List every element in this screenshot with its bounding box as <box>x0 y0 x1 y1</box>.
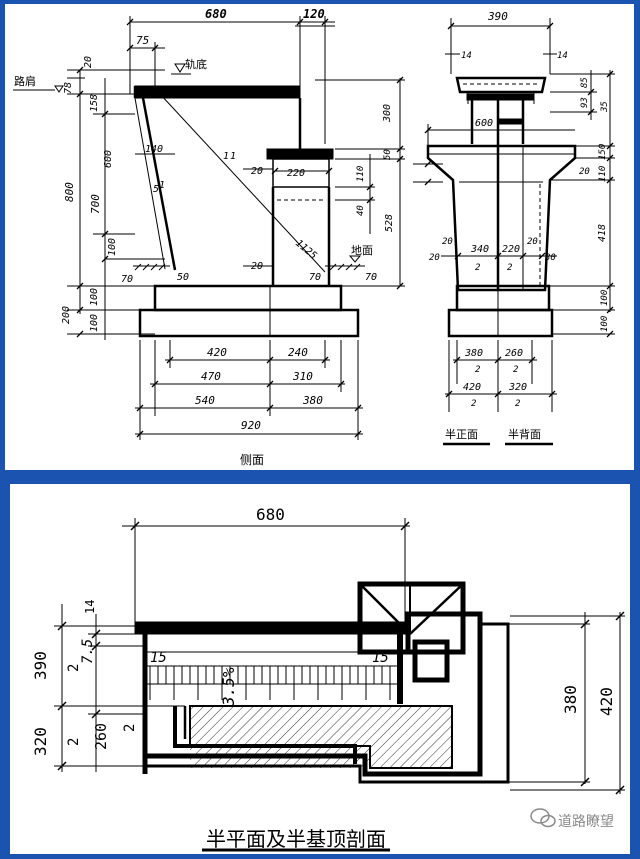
dim-680: 680 <box>205 7 227 21</box>
dim-310: 310 <box>292 370 313 383</box>
front-dim-150: 150 <box>598 144 608 160</box>
plan-drawing: 680 14 7.5 390 2 15 15 3.5% 320 2 260 2 … <box>31 505 625 852</box>
front-dim-220: 220 <box>502 244 520 255</box>
dim-920: 920 <box>241 419 261 432</box>
front-dim-30: 30 <box>544 253 556 263</box>
dim-100-left: 100 <box>107 238 118 256</box>
dim-528: 528 <box>384 214 395 232</box>
dim-540: 540 <box>195 394 215 407</box>
dim-120: 120 <box>303 7 325 21</box>
dim-420: 420 <box>207 346 227 359</box>
front-dim-20-b: 20 <box>429 253 440 263</box>
dim-70-right: 70 <box>365 272 377 283</box>
dim-380: 380 <box>302 394 323 407</box>
front-dim-20-c: 20 <box>527 237 538 247</box>
dim-800: 800 <box>63 182 76 202</box>
ground-label: 地面 <box>351 244 373 257</box>
dim-20-seat-a: 20 <box>251 166 263 177</box>
dim-20-seat-b: 20 <box>251 261 263 272</box>
plan-dim-380: 380 <box>561 685 580 714</box>
plan-slope-2-c: 2 <box>122 724 138 732</box>
bottom-panel: 680 14 7.5 390 2 15 15 3.5% 320 2 260 2 … <box>10 484 630 854</box>
plan-dim-320: 320 <box>31 727 50 756</box>
dim-70-left: 70 <box>121 274 133 285</box>
plan-dim-260: 260 <box>92 723 110 750</box>
slope-1: 1 <box>159 180 165 191</box>
dim-600: 600 <box>103 150 114 168</box>
slope-11-a: 1 <box>223 151 229 162</box>
dim-158: 158 <box>89 94 100 112</box>
half-front-label: 半正面 <box>445 427 478 441</box>
dim-140: 140 <box>145 144 163 155</box>
front-slope-2-e: 2 <box>471 399 476 409</box>
plan-slope-2-b: 2 <box>66 738 82 746</box>
front-slope-2-c: 2 <box>475 365 480 375</box>
dim-70-mid: 70 <box>309 272 321 283</box>
front-dim-14-b: 14 <box>557 51 568 61</box>
front-dim-418: 418 <box>597 224 608 242</box>
front-dim-320: 320 <box>508 382 527 393</box>
front-slope-2-b: 2 <box>507 263 512 273</box>
slope-11-b: 1 <box>230 151 236 162</box>
dim-470: 470 <box>201 370 221 383</box>
front-dim-390: 390 <box>487 10 508 23</box>
road-shoulder-label: 路肩 <box>14 74 36 88</box>
plan-dim-420: 420 <box>597 687 616 716</box>
plan-dim-680: 680 <box>256 505 285 524</box>
dim-200: 200 <box>61 306 72 324</box>
dim-110: 110 <box>356 166 366 182</box>
front-slope-2-a: 2 <box>475 263 480 273</box>
front-dim-260: 260 <box>505 348 523 359</box>
front-dim-14-a: 14 <box>461 51 472 61</box>
front-dim-100-b: 100 <box>600 316 610 332</box>
plan-slope-3-5: 3.5% <box>219 667 238 707</box>
plan-slope-2-a: 2 <box>66 664 82 672</box>
dim-700: 700 <box>89 194 102 214</box>
slope-ruler-ticks <box>149 666 391 700</box>
front-slope-2-f: 2 <box>515 399 520 409</box>
slope-5: 5 <box>153 184 159 195</box>
dim-50-right: 50 <box>383 149 393 160</box>
slope-1125: 1125 <box>293 238 319 262</box>
dim-40: 40 <box>356 205 366 216</box>
front-dim-85: 85 <box>580 77 590 88</box>
dim-75: 75 <box>136 34 149 47</box>
front-dim-20: 20 <box>579 167 590 177</box>
front-dim-35: 35 <box>600 101 610 113</box>
dim-20-top: 20 <box>83 56 94 68</box>
top-panel: 680 120 75 轨底 20 路肩 78 158 600 800 700 1… <box>5 4 634 470</box>
dim-50: 50 <box>177 272 189 283</box>
plan-dim-7-5: 7.5 <box>80 639 96 664</box>
front-dim-110: 110 <box>598 166 608 182</box>
elevation-drawing: 680 120 75 轨底 20 路肩 78 158 600 800 700 1… <box>13 7 615 467</box>
front-dim-93: 93 <box>580 97 590 108</box>
front-slope-2-d: 2 <box>513 365 518 375</box>
dim-100-foundation-b: 100 <box>89 314 100 332</box>
wechat-icon <box>530 808 556 828</box>
front-dim-20-a: 20 <box>442 237 453 247</box>
plan-dim-15-b: 15 <box>372 650 389 666</box>
front-dim-340: 340 <box>470 244 489 255</box>
dim-300: 300 <box>382 104 393 123</box>
plan-dim-15-a: 15 <box>150 650 167 666</box>
dim-240: 240 <box>288 346 308 359</box>
plan-dim-14: 14 <box>83 600 97 614</box>
dim-100-foundation-a: 100 <box>89 288 100 306</box>
front-dim-420: 420 <box>463 382 481 393</box>
plan-title: 半平面及半基顶剖面 <box>206 827 386 851</box>
side-view-label: 侧面 <box>240 453 264 467</box>
plan-dim-390: 390 <box>31 651 50 680</box>
dim-220: 220 <box>287 168 305 179</box>
front-dim-600: 600 <box>475 118 493 129</box>
front-dim-100-a: 100 <box>600 290 610 306</box>
dim-78: 78 <box>63 82 74 94</box>
half-back-label: 半背面 <box>508 427 541 441</box>
rail-bottom-label: 轨底 <box>185 57 207 71</box>
watermark-text: 道路瞭望 <box>558 814 614 830</box>
front-dim-380: 380 <box>464 348 483 359</box>
